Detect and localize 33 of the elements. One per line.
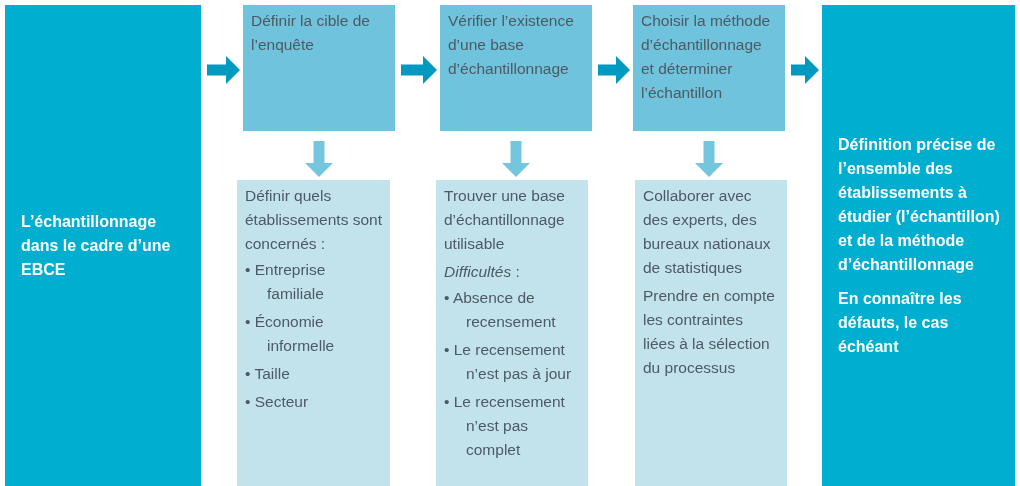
summary-box [5, 5, 201, 486]
block-arrow [207, 56, 240, 84]
bullet-item: • Taille [245, 364, 291, 384]
detail-box [635, 180, 787, 486]
block-arrow [401, 56, 437, 84]
box-text: Définir quels établissements sont concernés : [245, 186, 382, 254]
block-arrow [695, 141, 723, 177]
bullet-item: • Le recensement n’est pas complet [444, 392, 566, 460]
box-text: Collaborer avec des experts, des bureaux nationaux de statistiques [643, 186, 772, 278]
box-text: Définition précise de l’ensemble des établissements à étudier (l’échantillon) et de la méthode d’échantillonnage [838, 134, 1001, 275]
bullet-item: • Absence de recensement [444, 288, 557, 332]
bullet-item: • Entreprise familiale [245, 260, 327, 304]
summary-box [822, 5, 1015, 486]
detail-box [237, 180, 390, 486]
box-text: En connaître les défauts, le cas échéant [838, 288, 963, 357]
box-text: Vérifier l’existence d’une base d’échantillonnage [448, 11, 575, 79]
bullet-item: • Secteur [245, 392, 310, 412]
box-text: L’échantillonnage dans le cadre d’une EBCE [21, 211, 172, 280]
step-box [243, 5, 395, 131]
block-arrow [502, 141, 530, 177]
step-box [440, 5, 592, 131]
block-arrow [791, 56, 819, 84]
step-box [633, 5, 785, 131]
box-text: Choisir la méthode d’échantillonnage et déterminer l’échantillon [641, 11, 772, 103]
block-arrow [305, 141, 333, 177]
box-text: Trouver une base d’échantillonnage utilisable [444, 186, 566, 254]
bullet-item: • Le recensement n’est pas à jour [444, 340, 573, 384]
detail-box [436, 180, 588, 486]
bullet-item: • Économie informelle [245, 312, 336, 356]
box-text: Définir la cible de l’enquête [251, 11, 371, 55]
box-text: Difficultés : [444, 262, 521, 282]
block-arrow [598, 56, 630, 84]
box-text: Prendre en compte les contraintes liées à la sélection du processus [643, 286, 776, 378]
